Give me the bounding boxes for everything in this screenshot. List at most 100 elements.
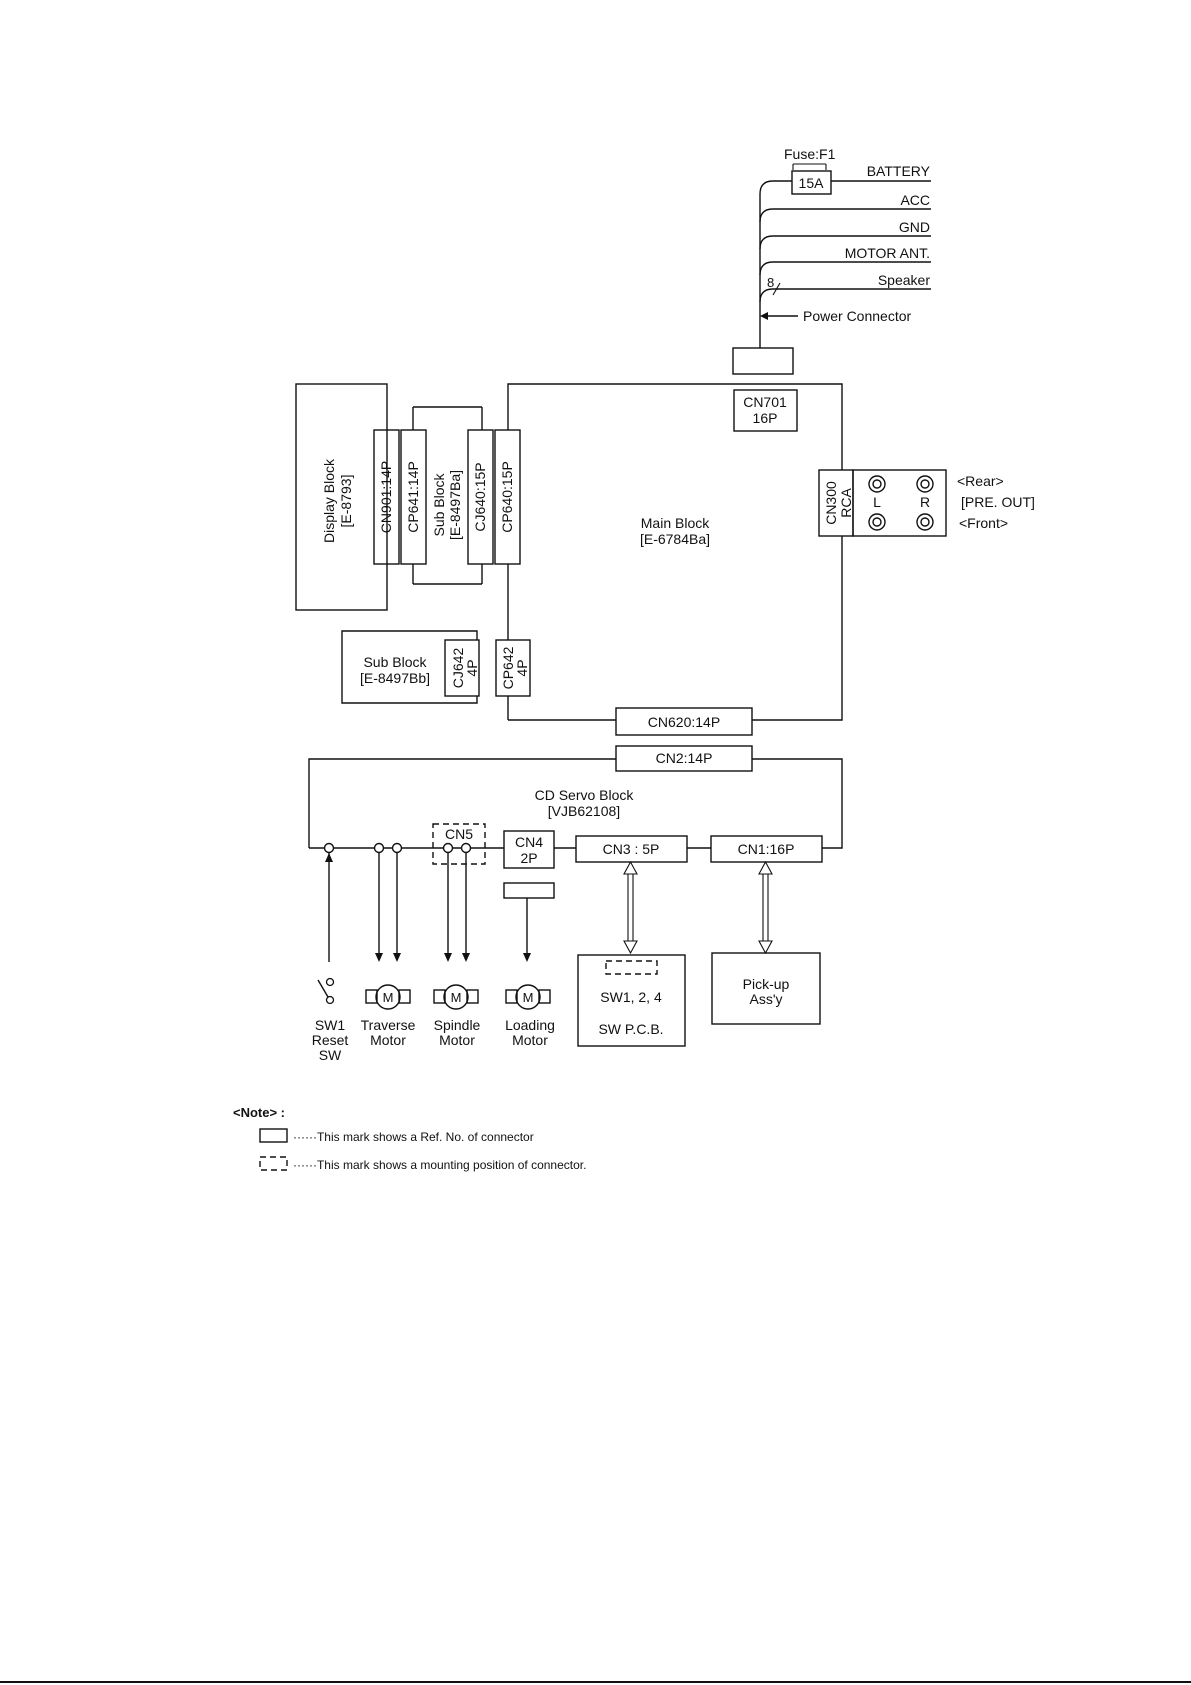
cn5-label: CN5 (445, 826, 473, 842)
rca-jack-rear-left (868, 475, 886, 493)
sw-pcb-label: SW P.C.B. (598, 1021, 663, 1037)
rca-jack-panel: L R (852, 469, 947, 537)
connector-cn701: CN701 16P (733, 389, 798, 432)
cn4-label: CN4 (515, 834, 543, 850)
connector-cn3: CN3 : 5P (575, 835, 688, 863)
cp642-label: CP642 (500, 646, 516, 689)
rca-left-label: L (873, 494, 881, 510)
display-block-code: [E-8793] (338, 475, 354, 528)
traverse-label: Traverse (361, 1017, 416, 1033)
cn1-to-pickup-link (758, 860, 773, 955)
cn620-label: CN620:14P (648, 714, 720, 730)
traverse-motor-symbol: M (383, 990, 394, 1005)
power-connector-box (732, 347, 794, 375)
spindle-label: Spindle (434, 1017, 481, 1033)
sw-pcb: SW1, 2, 4 SW P.C.B. (577, 954, 686, 1047)
sw1-sub-label: Reset (312, 1032, 349, 1048)
rca-jack-front-left (868, 513, 886, 531)
battery-label: BATTERY (867, 163, 931, 179)
connector-cn2: CN2:14P (615, 745, 753, 772)
loading-motor-label: Motor (512, 1032, 548, 1048)
fuse-box (791, 170, 832, 195)
cj642-label: CJ642 (450, 648, 466, 689)
connector-cj640: CJ640:15P (467, 429, 494, 565)
cp640-label: CP640:15P (499, 461, 515, 533)
sub-block-a-title: Sub Block (431, 472, 447, 536)
connector-cn4: CN4 2P (503, 830, 555, 869)
cd-servo-block: CD Servo Block [VJB62108] (308, 758, 843, 849)
legend: <Note> : ······This mark shows a Ref. No… (233, 1105, 586, 1172)
main-block-title: Main Block (641, 515, 710, 531)
legend-title: <Note> : (233, 1105, 285, 1120)
cp642-pins: 4P (514, 659, 530, 676)
connector-cn5: CN5 (432, 823, 486, 865)
sw1-label: SW1 (315, 1017, 346, 1033)
rca-pre-out-label: [PRE. OUT] (961, 494, 1035, 510)
gnd-label: GND (899, 219, 930, 235)
connector-cn620: CN620:14P (615, 707, 753, 736)
connector-cn1: CN1:16P (710, 835, 823, 863)
power-section: Fuse:F1 15A BATTERY ACC GND MOTOR ANT. S… (732, 146, 931, 375)
cn300-type: RCA (838, 488, 854, 518)
sub-block-b: Sub Block [E-8497Bb] (341, 630, 478, 704)
rca-jack-rear-right (916, 475, 934, 493)
rca-rear-label: <Rear> (957, 473, 1004, 489)
cn3-label: CN3 : 5P (603, 841, 660, 857)
cp641-label: CP641:14P (405, 461, 421, 533)
sw1-reset-switch: SW1 Reset SW (312, 853, 349, 1063)
traverse-motor-label: Motor (370, 1032, 406, 1048)
power-connector-label: Power Connector (803, 308, 912, 324)
main-block: Main Block [E-6784Ba] (507, 383, 843, 721)
loading-motor-symbol: M (523, 990, 534, 1005)
connector-cp640: CP640:15P (494, 429, 521, 565)
sw-pcb-mount-marker (605, 960, 658, 975)
pickup-assy-label: Ass'y (749, 991, 782, 1007)
cd-servo-title: CD Servo Block (535, 787, 635, 803)
fuse-label: Fuse:F1 (784, 146, 836, 162)
traverse-motor: M Traverse Motor (361, 853, 416, 1048)
speaker-count: 8 (767, 275, 774, 290)
main-block-code: [E-6784Ba] (640, 531, 710, 547)
sub-block-a-code: [E-8497Ba] (447, 470, 463, 540)
connector-cn300: CN300 RCA (818, 469, 854, 537)
rca-right-label: R (920, 494, 930, 510)
rca-front-label: <Front> (959, 515, 1008, 531)
acc-label: ACC (900, 192, 930, 208)
rca-jack-front-right (916, 513, 934, 531)
legend-dashed-box (259, 1156, 288, 1171)
spindle-motor: M Spindle Motor (433, 853, 481, 1048)
cj640-label: CJ640:15P (472, 462, 488, 531)
pickup-assembly: Pick-up Ass'y (711, 952, 821, 1025)
cn701-label: CN701 (743, 394, 787, 410)
page-bottom-rule (0, 1681, 1191, 1683)
sub-block-a: Sub Block [E-8497Ba] (412, 406, 483, 585)
sub-block-b-code: [E-8497Bb] (360, 670, 430, 686)
cn3-to-sw-pcb-link (623, 860, 638, 955)
connector-cp641: CP641:14P (400, 429, 427, 565)
loading-motor: M Loading Motor (503, 882, 555, 1048)
cn1-label: CN1:16P (738, 841, 795, 857)
speaker-label: Speaker (878, 272, 930, 288)
connector-cj642: CJ642 4P (444, 639, 480, 697)
loading-label: Loading (505, 1017, 555, 1033)
legend-dashed-text: ······This mark shows a mounting positio… (293, 1158, 586, 1172)
loading-connector-box (503, 882, 555, 899)
cn2-label: CN2:14P (656, 750, 713, 766)
sw1-sw-label: SW (319, 1047, 342, 1063)
pickup-label: Pick-up (743, 976, 790, 992)
display-block-title: Display Block (321, 458, 337, 543)
display-block: Display Block [E-8793] (295, 383, 388, 611)
legend-solid-text: ······This mark shows a Ref. No. of conn… (293, 1130, 534, 1144)
spindle-motor-label: Motor (439, 1032, 475, 1048)
cj642-pins: 4P (464, 659, 480, 676)
connector-cn901: CN901:14P (373, 429, 400, 565)
motor-ant-label: MOTOR ANT. (845, 245, 930, 261)
legend-solid-box (259, 1128, 288, 1143)
cn300-label: CN300 (823, 481, 839, 525)
fuse-value: 15A (799, 175, 825, 191)
cn701-pins: 16P (753, 410, 778, 426)
cd-servo-code: [VJB62108] (548, 803, 620, 819)
cn901-label: CN901:14P (378, 461, 394, 533)
spindle-motor-symbol: M (451, 990, 462, 1005)
